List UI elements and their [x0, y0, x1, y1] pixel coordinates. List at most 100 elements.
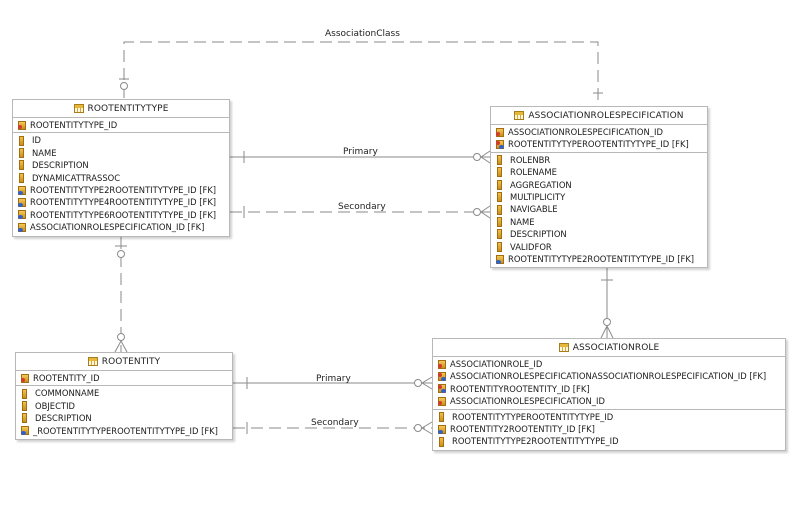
column-name: ROOTENTITYTYPE2ROOTENTITYTYPE_ID [FK]	[508, 253, 695, 264]
entity-header[interactable]: ROOTENTITY	[16, 353, 232, 371]
column-row[interactable]: ROOTENTITYTYPE2ROOTENTITYTYPE_ID	[433, 435, 785, 447]
column-name: ROOTENTITYTYPE2ROOTENTITYTYPE_ID [FK]	[30, 184, 217, 195]
column-name: ROOTENTITYTYPE6ROOTENTITYTYPE_ID [FK]	[30, 209, 217, 220]
column-name: DESCRIPTION	[32, 160, 89, 171]
column-row[interactable]: _ROOTENTITYTYPEROOTENTITYTYPE_ID [FK]	[16, 425, 232, 437]
pk-section: ASSOCIATIONROLE_ID ASSOCIATIONROLESPECIFI…	[433, 357, 785, 410]
column-icon	[19, 147, 24, 158]
column-name: ASSOCIATIONROLESPECIFICATIONASSOCIATIONR…	[450, 371, 767, 382]
column-name: ROOTENTITYTYPEROOTENTITYTYPE_ID	[452, 411, 614, 422]
table-icon	[514, 111, 525, 120]
rel-association-class-label: AssociationClass	[325, 29, 400, 39]
entity-title: ASSOCIATIONROLESPECIFICATION	[528, 110, 684, 121]
column-icon	[497, 179, 502, 190]
foreign-key-icon	[18, 185, 26, 195]
foreign-key-icon	[18, 198, 26, 208]
column-row[interactable]: ROOTENTITYTYPE4ROOTENTITYTYPE_ID [FK]	[13, 196, 229, 208]
table-icon	[558, 343, 569, 352]
column-row[interactable]: ROOTENTITYTYPE2ROOTENTITYTYPE_ID [FK]	[13, 184, 229, 196]
entity-associationrolespecification[interactable]: ASSOCIATIONROLESPECIFICATION ASSOCIATIONR…	[490, 106, 708, 268]
entity-header[interactable]: ASSOCIATIONROLESPECIFICATION	[491, 107, 707, 125]
column-icon	[22, 400, 27, 411]
column-row[interactable]: ROOTENTITY_ID	[16, 372, 232, 384]
column-row[interactable]: DESCRIPTION	[13, 159, 229, 171]
column-row[interactable]: DESCRIPTION	[16, 412, 232, 424]
column-row[interactable]: ROOTENTITYTYPEROOTENTITYTYPE_ID [FK]	[491, 138, 707, 150]
entity-title: ROOTENTITYTYPE	[87, 103, 169, 114]
column-row[interactable]: OBJECTID	[16, 400, 232, 412]
column-icon	[497, 216, 502, 227]
column-name: ROOTENTITYTYPE2ROOTENTITYTYPE_ID	[452, 436, 619, 447]
foreign-key-icon	[18, 222, 26, 232]
column-row[interactable]: AGGREGATION	[491, 179, 707, 191]
column-icon	[22, 388, 27, 399]
column-row[interactable]: ASSOCIATIONROLE_ID	[433, 358, 785, 370]
rel-association-class-line	[123, 41, 599, 106]
column-name: VALIDFOR	[510, 241, 552, 252]
column-row[interactable]: ROLENAME	[491, 166, 707, 178]
column-icon	[22, 413, 27, 424]
column-row[interactable]: ASSOCIATIONROLESPECIFICATIONASSOCIATIONR…	[433, 370, 785, 382]
column-row[interactable]: NAME	[491, 216, 707, 228]
primary-foreign-key-icon	[438, 372, 446, 382]
column-row[interactable]: ROOTENTITYTYPE2ROOTENTITYTYPE_ID [FK]	[491, 253, 707, 265]
column-icon	[497, 167, 502, 178]
column-row[interactable]: COMMONNAME	[16, 387, 232, 399]
column-row[interactable]: DYNAMICATTRASSOC	[13, 172, 229, 184]
primary-foreign-key-icon	[438, 384, 446, 394]
column-name: ASSOCIATIONROLESPECIFICATION_ID [FK]	[30, 222, 205, 233]
table-icon	[87, 357, 98, 366]
entity-title: ROOTENTITY	[101, 356, 161, 367]
column-row[interactable]: ROOTENTITYROOTENTITY_ID [FK]	[433, 383, 785, 395]
column-icon	[439, 436, 444, 447]
column-icon	[497, 229, 502, 240]
column-row[interactable]: ROOTENTITY2ROOTENTITY_ID [FK]	[433, 423, 785, 435]
column-name: NAME	[510, 216, 535, 227]
column-row[interactable]: ASSOCIATIONROLESPECIFICATION_ID [FK]	[13, 221, 229, 233]
column-row[interactable]: ID	[13, 134, 229, 146]
entity-header[interactable]: ASSOCIATIONROLE	[433, 339, 785, 357]
column-row[interactable]: ROOTENTITYTYPE6ROOTENTITYTYPE_ID [FK]	[13, 209, 229, 221]
primary-key-icon	[438, 359, 446, 369]
column-name: ROOTENTITY_ID	[33, 373, 100, 383]
column-name: DESCRIPTION	[35, 413, 92, 424]
column-name: ROLENBR	[510, 154, 551, 165]
column-name: ROOTENTITYTYPE4ROOTENTITYTYPE_ID [FK]	[30, 197, 217, 208]
column-name: OBJECTID	[35, 400, 75, 411]
column-row[interactable]: DESCRIPTION	[491, 228, 707, 240]
primary-key-icon	[18, 120, 26, 130]
column-name: ASSOCIATIONROLESPECIFICATION_ID	[450, 396, 605, 407]
column-row[interactable]: ROOTENTITYTYPE_ID	[13, 119, 229, 131]
column-name: COMMONNAME	[35, 388, 100, 399]
column-row[interactable]: ROOTENTITYTYPEROOTENTITYTYPE_ID	[433, 411, 785, 423]
column-row[interactable]: ROLENBR	[491, 154, 707, 166]
column-icon	[19, 160, 24, 171]
column-row[interactable]: MULTIPLICITY	[491, 191, 707, 203]
column-row[interactable]: ASSOCIATIONROLESPECIFICATION_ID	[491, 126, 707, 138]
column-name: MULTIPLICITY	[510, 191, 566, 202]
column-icon	[497, 241, 502, 252]
column-row[interactable]: NAVIGABLE	[491, 203, 707, 215]
column-row[interactable]: NAME	[13, 147, 229, 159]
rel-entity-secondary-label: Secondary	[311, 418, 359, 428]
column-icon	[19, 135, 24, 146]
pk-section: ROOTENTITYTYPE_ID	[13, 118, 229, 134]
entity-header[interactable]: ROOTENTITYTYPE	[13, 100, 229, 118]
column-name: DYNAMICATTRASSOC	[32, 172, 121, 183]
column-row[interactable]: ASSOCIATIONROLESPECIFICATION_ID	[433, 395, 785, 407]
column-name: ASSOCIATIONROLE_ID	[450, 359, 543, 369]
primary-key-icon	[438, 396, 446, 406]
column-name: ROOTENTITYROOTENTITY_ID [FK]	[450, 383, 590, 394]
foreign-key-icon	[496, 254, 504, 264]
column-name: ROOTENTITY2ROOTENTITY_ID [FK]	[450, 423, 595, 434]
column-name: ROOTENTITYTYPE_ID	[30, 120, 118, 130]
column-row[interactable]: VALIDFOR	[491, 241, 707, 253]
column-name: ROOTENTITYTYPEROOTENTITYTYPE_ID [FK]	[508, 139, 689, 150]
